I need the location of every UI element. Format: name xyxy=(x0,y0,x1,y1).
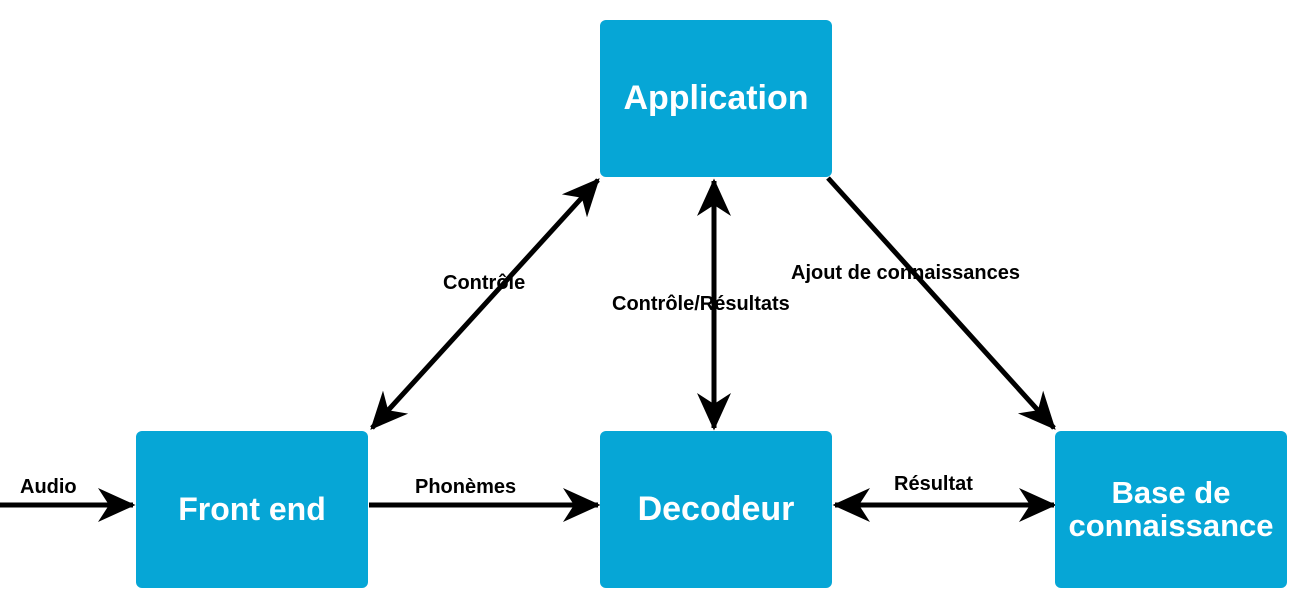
base-label-line2: connaissance xyxy=(1068,507,1274,543)
label-audio: Audio xyxy=(20,476,77,498)
label-controle-resultats: Contrôle/Résultats xyxy=(612,293,790,315)
base-label-line1: Base de xyxy=(1111,474,1231,510)
decodeur-box: Decodeur xyxy=(600,431,832,588)
decodeur-label: Decodeur xyxy=(637,489,795,528)
arrow-front-end-application xyxy=(370,178,600,430)
application-box: Application xyxy=(600,20,832,177)
label-ajout-de-connaissances: Ajout de connaissances xyxy=(791,262,1020,284)
application-label: Application xyxy=(623,78,809,117)
label-controle: Contrôle xyxy=(443,272,526,294)
label-resultat: Résultat xyxy=(894,473,973,495)
base-de-connaissance-box: Base de connaissance xyxy=(1055,431,1287,588)
front-end-box: Front end xyxy=(136,431,368,588)
arrow-application-to-base xyxy=(826,176,1056,430)
label-phonemes: Phonèmes xyxy=(415,476,517,498)
front-end-label: Front end xyxy=(178,490,326,527)
